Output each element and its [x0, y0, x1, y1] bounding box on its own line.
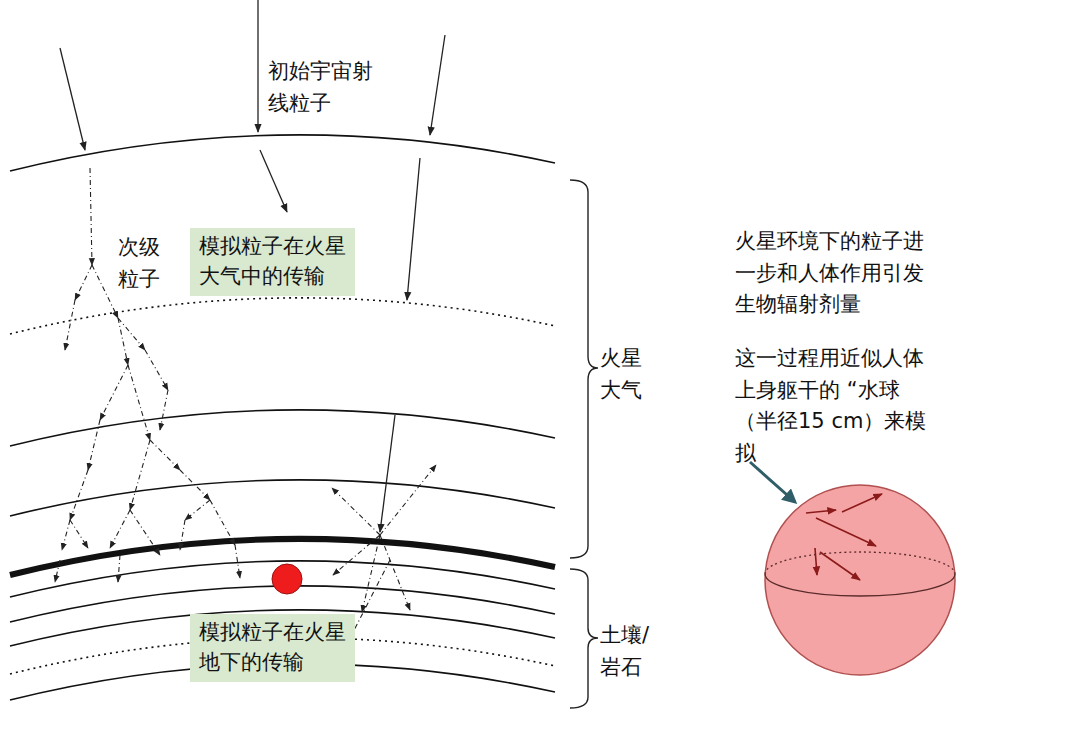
secondary-track: [185, 500, 210, 520]
secondary-track: [100, 365, 128, 420]
red-dot: [272, 564, 302, 594]
particle-tracks: [55, 0, 445, 648]
secondary-track: [130, 440, 150, 510]
secondary-track: [150, 440, 180, 470]
layer-arc: [10, 410, 555, 446]
secondary-track: [110, 510, 130, 548]
atmosphere-layers: [10, 135, 555, 700]
primary-ray: [257, 0, 258, 132]
water-sphere: [750, 462, 955, 675]
primary-ray: [60, 48, 85, 150]
secondary-track: [380, 535, 410, 610]
secondary-track: [65, 300, 75, 350]
layer-arc: [10, 480, 555, 516]
simulation-box: 模拟粒子在火星大气中的传输: [190, 228, 355, 296]
brackets: [570, 180, 598, 708]
annotation: 次级粒子: [118, 232, 160, 295]
secondary-track: [92, 265, 118, 318]
primary-ray: [380, 415, 395, 532]
annotation: 火星环境下的粒子进一步和人体作用引发生物辐射剂量: [735, 226, 924, 321]
secondary-track: [333, 535, 380, 575]
primary-ray: [260, 150, 287, 212]
atmosphere-bracket: [570, 180, 598, 558]
annotation: 火星大气: [600, 343, 642, 406]
annotation: 土壤/岩石: [600, 620, 657, 683]
primary-ray: [430, 35, 445, 135]
secondary-track: [118, 318, 128, 365]
secondary-track: [160, 390, 168, 430]
layer-arc: [10, 298, 555, 334]
soil-bracket: [570, 569, 598, 708]
secondary-track: [235, 545, 240, 578]
layer-arc: [10, 135, 555, 171]
secondary-track: [180, 470, 210, 500]
secondary-track: [380, 465, 436, 535]
secondary-track: [62, 520, 70, 550]
secondary-track: [75, 265, 92, 300]
box-text: 模拟粒子在火星地下的传输: [199, 618, 346, 678]
secondary-track: [118, 555, 120, 582]
secondary-track: [70, 520, 88, 548]
secondary-track: [362, 535, 380, 612]
secondary-track: [210, 500, 235, 545]
secondary-track: [88, 420, 100, 470]
primary-ray: [407, 158, 420, 300]
annotation: 初始宇宙射线粒子: [268, 56, 373, 119]
secondary-track: [90, 168, 92, 265]
secondary-track: [145, 350, 168, 390]
secondary-track: [70, 470, 88, 520]
secondary-track: [128, 365, 150, 440]
annotation: 这一过程用近似人体上身躯干的 “水球（半径15 cm）来模拟: [735, 343, 930, 469]
secondary-track: [118, 318, 145, 350]
secondary-track: [55, 560, 60, 582]
box-text: 模拟粒子在火星大气中的传输: [199, 232, 346, 292]
secondary-track: [130, 510, 160, 555]
secondary-track: [332, 488, 380, 535]
layer-arc: [10, 561, 555, 597]
secondary-track: [180, 520, 185, 550]
simulation-box: 模拟粒子在火星地下的传输: [190, 614, 355, 682]
